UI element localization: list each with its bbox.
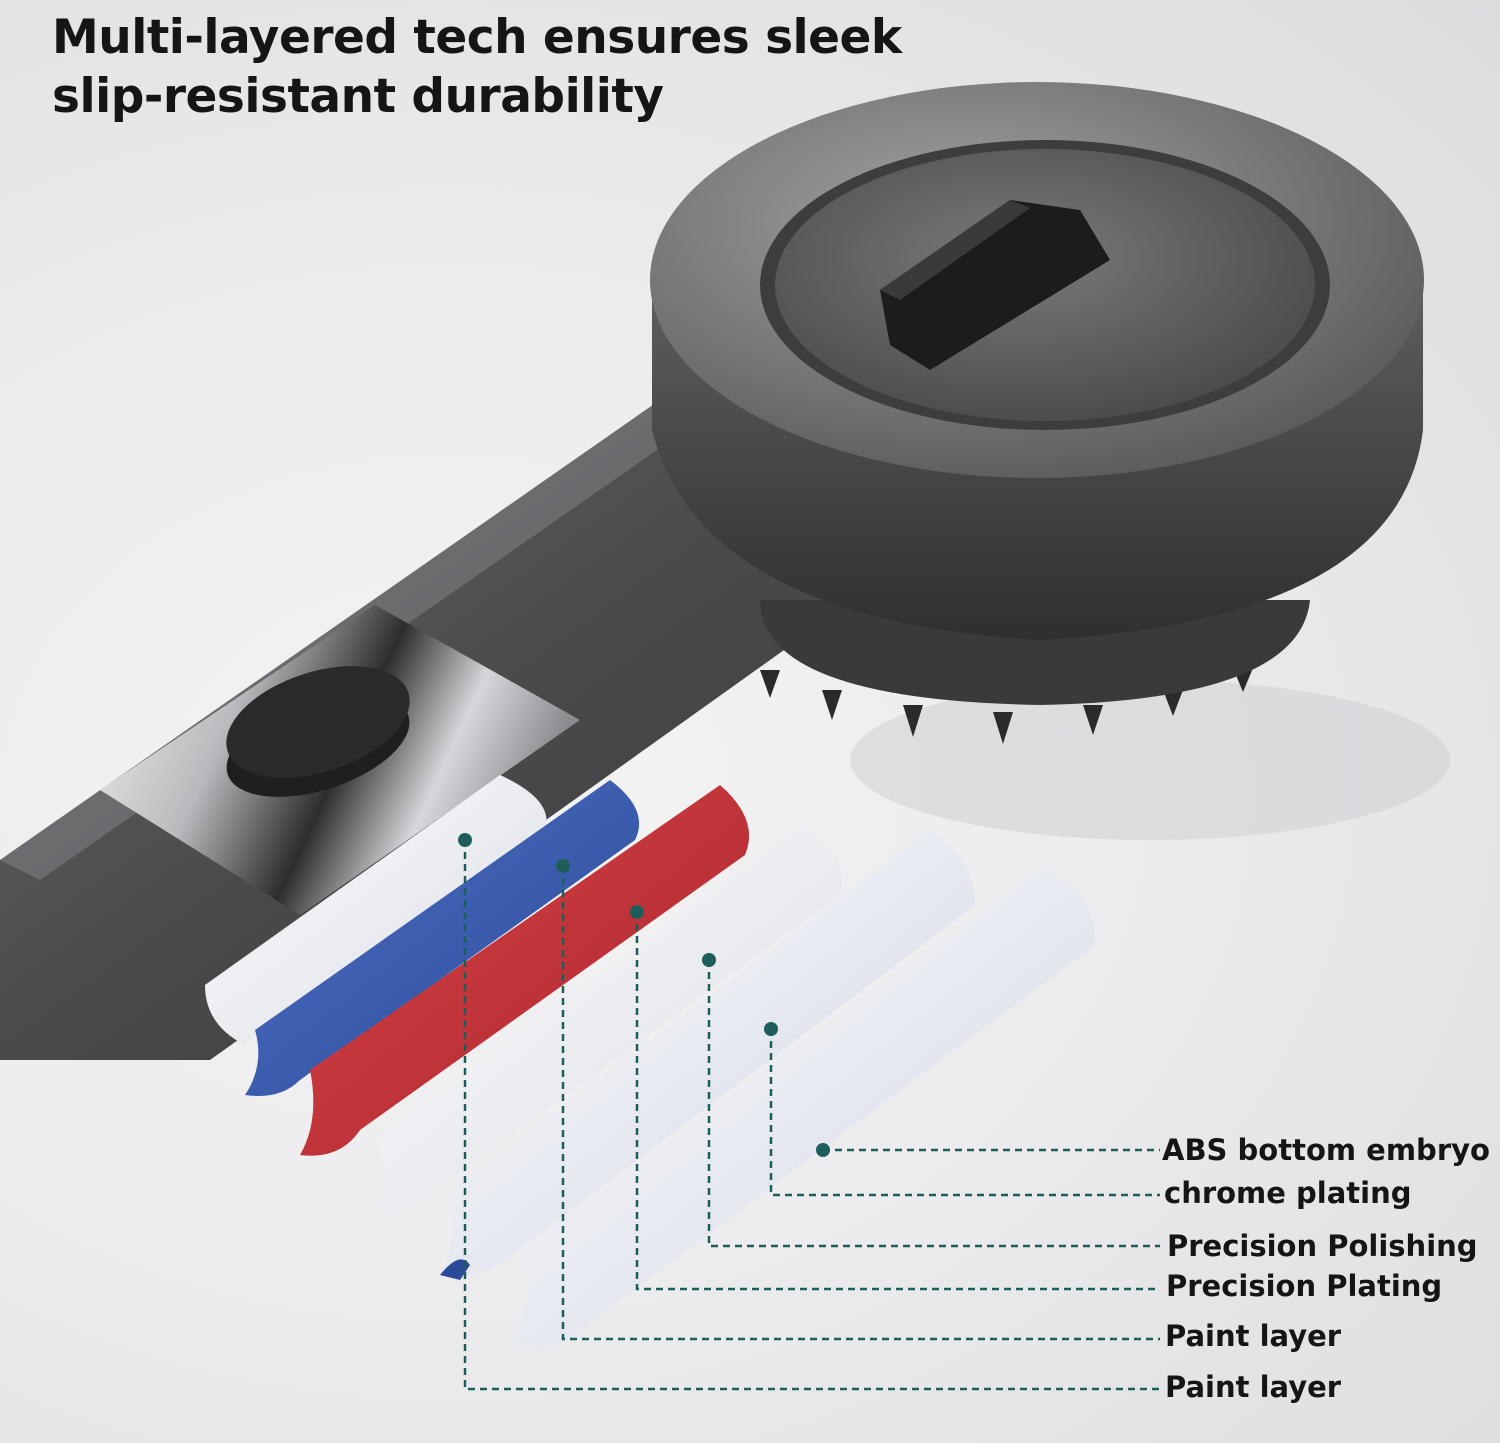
layer-label-paint-1: Paint layer: [1165, 1319, 1342, 1353]
headline-line-2: slip-resistant durability: [52, 69, 664, 124]
nozzles: [760, 668, 1253, 744]
layer-label-polishing: Precision Polishing: [1167, 1229, 1478, 1263]
shadow: [850, 680, 1450, 840]
layer-strip-blue: [245, 780, 640, 1096]
layer-label-chrome: chrome plating: [1164, 1176, 1412, 1210]
layer-label-paint-2: Paint layer: [1165, 1370, 1342, 1404]
layer-label-plating: Precision Plating: [1166, 1269, 1443, 1303]
leader-2: [769, 1029, 1160, 1197]
leader-6: [463, 840, 1160, 1391]
leader-4: [635, 912, 1160, 1291]
layer-strip-outer: [510, 870, 1095, 1348]
layer-label-abs: ABS bottom embryo: [1162, 1133, 1490, 1167]
headline: Multi-layered tech ensures sleek slip-re…: [52, 8, 902, 126]
leader-lines: [463, 840, 1160, 1391]
layer-strip-red: [300, 785, 750, 1156]
shower-head-icon: [650, 82, 1424, 744]
leader-dots: [458, 833, 830, 1157]
pause-button-icon: [226, 666, 410, 797]
layer-strip-white-2: [375, 825, 842, 1213]
headline-line-1: Multi-layered tech ensures sleek: [52, 10, 902, 65]
leader-5: [561, 866, 1160, 1341]
layer-strip-pale-blue: [440, 830, 975, 1280]
